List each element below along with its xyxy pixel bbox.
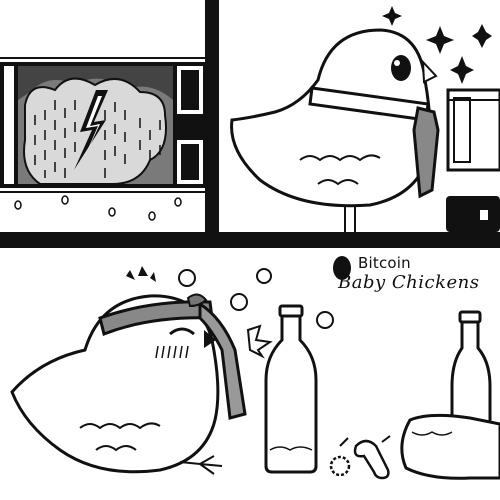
closed-eye [169,327,195,336]
chicken-eye [391,55,411,81]
panel-borders [0,0,500,248]
briefcase-icon [446,196,500,232]
necktie-icon [412,106,440,199]
panel-1-storm-window [0,57,205,221]
drunk-chicken-beak [204,330,216,348]
fallen-bottle [400,413,500,480]
panel-2-business-chicken [230,6,500,232]
dizzy-icon [126,266,273,359]
bottle-cap-icon [329,455,351,477]
bottle-1 [264,310,318,474]
egg-icon [333,256,351,280]
brand-line-2: Baby Chickens [338,272,480,293]
chicken-beak [421,59,438,84]
brand-line-1: Bitcoin [358,254,411,272]
sparkle-icons [382,6,492,84]
headband-tail [198,301,247,420]
horizontal-gutter [0,232,500,248]
lightning-bolt-icon [74,90,108,170]
vertical-gutter [205,0,219,238]
rain-streaks [34,100,161,178]
drunk-chicken-body [10,294,220,474]
rain-drips [14,195,182,221]
chicken-feet [179,455,223,475]
bubbles [178,268,334,329]
panel-3-drunk-chicken [10,266,500,480]
chicken-body [230,28,432,208]
blush-marks [155,345,189,359]
bottle-opener-icon [353,439,390,480]
